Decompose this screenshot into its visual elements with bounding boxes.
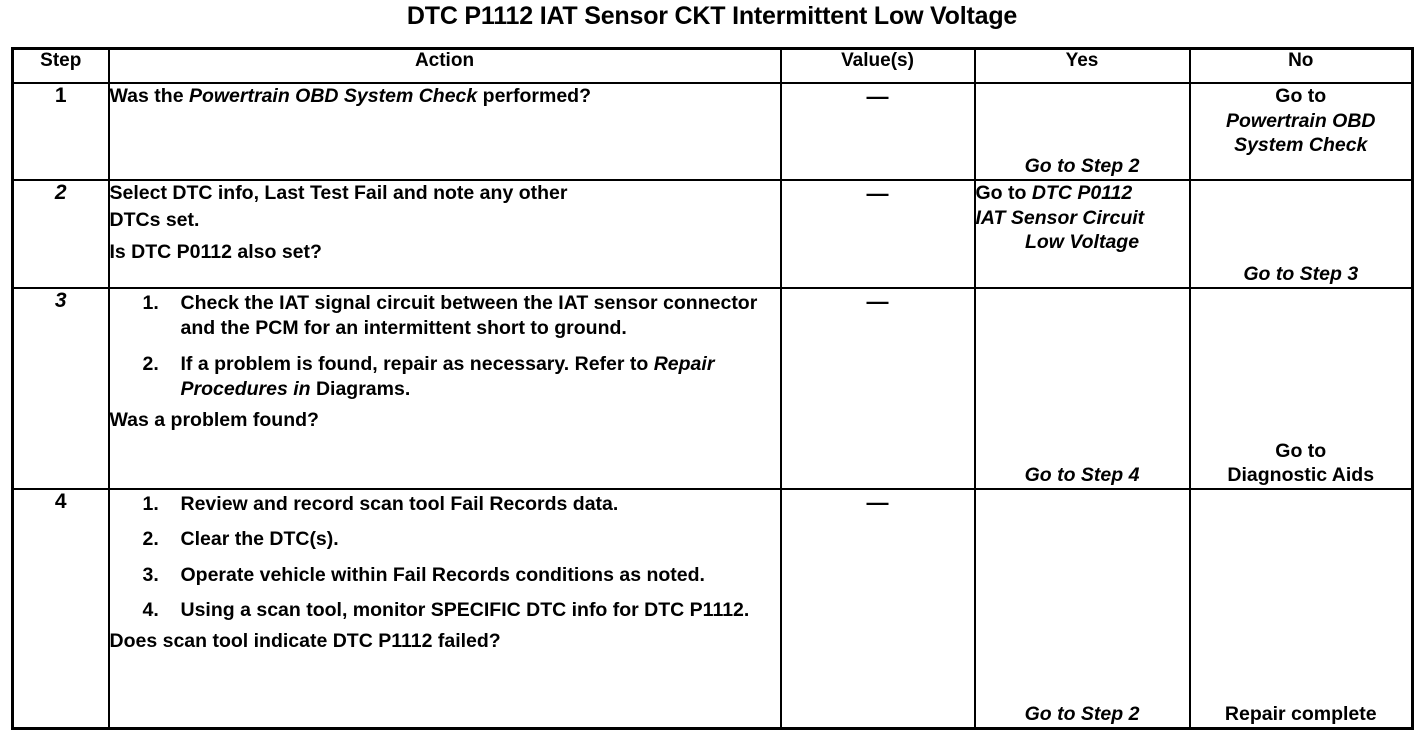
- action-tail: performed?: [477, 85, 591, 107]
- no-goto-target: Powertrain OBD System Check: [1225, 109, 1376, 157]
- action-text: Check the IAT signal circuit between the…: [107, 287, 782, 490]
- yes-goto-label: Go to Step 2: [1024, 702, 1140, 725]
- yes-result: Go to Step 2: [973, 82, 1191, 181]
- value-text: —: [779, 179, 976, 289]
- no-goto-prefix: Go to: [1275, 439, 1327, 462]
- step-number: 1: [11, 82, 110, 181]
- column-header-no: No: [1188, 47, 1414, 84]
- page-title: DTC P1112 IAT Sensor CKT Intermittent Lo…: [406, 2, 1018, 30]
- list-item: Clear the DTC(s).: [143, 527, 339, 553]
- no-goto-target: Diagnostic Aids: [1227, 464, 1375, 487]
- yes-goto-target-b: IAT Sensor Circuit: [975, 206, 1145, 229]
- step-number: 4: [11, 488, 110, 729]
- value-text: —: [779, 82, 976, 181]
- no-result: Repair complete: [1188, 488, 1414, 729]
- table-header-row: Step Action Value(s) Yes No: [11, 47, 1414, 84]
- list-item: Review and record scan tool Fail Records…: [143, 492, 619, 518]
- yes-result: Go to DTC P0112 IAT Sensor Circuit Low V…: [973, 179, 1191, 289]
- table-row: 3 Check the IAT signal circuit between t…: [11, 287, 1414, 490]
- yes-goto-line1: Go to DTC P0112: [976, 181, 1189, 206]
- action-step-list: Review and record scan tool Fail Records…: [110, 492, 780, 624]
- step-number: 2: [11, 179, 110, 289]
- list-item-tail: Diagrams.: [310, 378, 411, 401]
- list-item: Operate vehicle within Fail Records cond…: [143, 563, 705, 589]
- value-text: —: [779, 488, 976, 729]
- no-result: Go to Step 3: [1188, 179, 1414, 289]
- yes-goto-label: Go to Step 2: [1024, 155, 1140, 178]
- action-sentence: Was the Powertrain OBD System Check perf…: [110, 84, 780, 109]
- yes-goto-prefix: Go to: [975, 182, 1032, 204]
- action-question: Was a problem found?: [109, 409, 319, 432]
- list-item: Using a scan tool, monitor SPECIFIC DTC …: [143, 598, 750, 624]
- yes-goto-target-c: Low Voltage: [1024, 231, 1140, 254]
- value-text: —: [779, 287, 976, 490]
- action-text: Was the Powertrain OBD System Check perf…: [107, 82, 782, 181]
- table-row: 1 Was the Powertrain OBD System Check pe…: [11, 82, 1414, 181]
- column-header-action: Action: [107, 47, 782, 84]
- action-question: Is DTC P0112 also set?: [109, 240, 322, 263]
- action-emphasis: Powertrain OBD System Check: [188, 85, 478, 107]
- no-result-label: Repair complete: [1224, 702, 1377, 725]
- action-line: DTCs set.: [109, 209, 200, 232]
- list-item: If a problem is found, repair as necessa…: [143, 352, 780, 403]
- yes-goto-label: Go to Step 4: [1024, 464, 1140, 487]
- yes-result: Go to Step 2: [973, 488, 1191, 729]
- step-number: 3: [11, 287, 110, 490]
- no-result: Go to Powertrain OBD System Check: [1188, 82, 1414, 181]
- action-lead: Was the: [109, 85, 189, 107]
- action-line: Select DTC info, Last Test Fail and note…: [109, 182, 568, 204]
- action-text: Review and record scan tool Fail Records…: [107, 488, 782, 729]
- diagnostic-table: Step Action Value(s) Yes No 1 Was the Po…: [11, 47, 1414, 730]
- column-header-step: Step: [11, 47, 110, 84]
- no-goto-label: Go to Step 3: [1243, 263, 1359, 286]
- column-header-yes: Yes: [973, 47, 1191, 84]
- yes-goto-target-a: DTC P0112: [1031, 182, 1133, 204]
- list-item-lead: If a problem is found, repair as necessa…: [180, 352, 654, 375]
- action-step-list: Check the IAT signal circuit between the…: [110, 291, 780, 402]
- no-result: Go to Diagnostic Aids: [1188, 287, 1414, 490]
- column-header-value: Value(s): [779, 47, 976, 84]
- action-text: Select DTC info, Last Test Fail and note…: [107, 179, 782, 289]
- yes-result: Go to Step 4: [973, 287, 1191, 490]
- table-row: 2 Select DTC info, Last Test Fail and no…: [11, 179, 1414, 289]
- action-question: Does scan tool indicate DTC P1112 failed…: [109, 630, 501, 653]
- table-row: 4 Review and record scan tool Fail Recor…: [11, 488, 1414, 729]
- list-item-emphasis: Repair Procedures in: [180, 352, 715, 401]
- list-item: Check the IAT signal circuit between the…: [143, 291, 758, 340]
- no-goto-prefix: Go to: [1275, 85, 1327, 107]
